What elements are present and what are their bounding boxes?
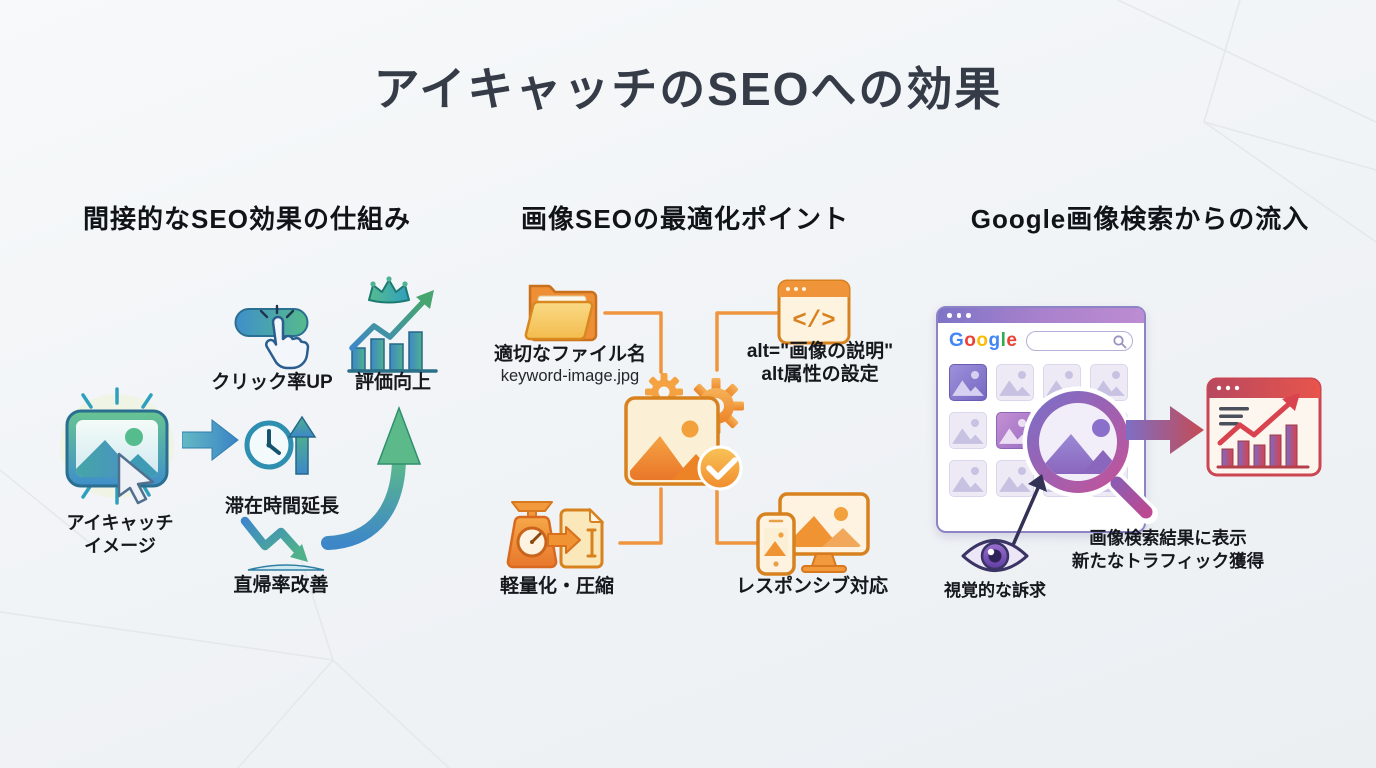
label-alt-attribute: alt属性の設定 [761, 364, 879, 385]
window-dot [956, 313, 961, 318]
window-title-bar [938, 308, 1144, 323]
google-letter: o [976, 330, 989, 351]
image-thumbnail [949, 412, 987, 449]
label-bounce-rate: 直帰率改善 [233, 575, 329, 596]
search-icon [1113, 334, 1127, 348]
label-proper-filename: 適切なファイル名 [493, 344, 647, 365]
label-ctr-up: クリック率UP [211, 372, 333, 393]
eyecatch-image-icon [58, 380, 176, 512]
arrow-traffic-icon [1126, 399, 1208, 461]
label-search-result: 画像検索結果に表示 新たなトラフィック獲得 [1072, 527, 1264, 573]
click-button-icon [234, 300, 316, 374]
growth-chart-crown-icon [346, 276, 442, 376]
label-alt-code: alt="画像の説明" [746, 341, 894, 362]
arrow-right-icon [182, 416, 240, 464]
dwell-time-clock-icon [243, 410, 317, 478]
label-eyecatch-line1: アイキャッチ [66, 513, 174, 533]
google-letter: G [949, 330, 965, 351]
label-visual-appeal: 視覚的な訴求 [944, 581, 1046, 600]
label-result-line2: 新たなトラフィック獲得 [1071, 550, 1265, 571]
image-thumbnail [996, 364, 1034, 401]
heading-image-seo-optimization: 画像SEOの最適化ポイント [521, 204, 849, 234]
responsive-devices-icon [756, 492, 872, 576]
image-thumbnail [996, 460, 1034, 497]
google-letter: g [988, 330, 1001, 351]
label-dwell-time: 滞在時間延長 [224, 496, 340, 517]
page-title: アイキャッチのSEOへの効果 [373, 63, 1003, 115]
heading-google-image-search: Google画像検索からの流入 [970, 204, 1310, 234]
image-thumbnail [1090, 364, 1128, 401]
traffic-chart-window-icon [1206, 377, 1322, 478]
label-filename-example: keyword-image.jpg [500, 367, 640, 385]
pointer-arrow [998, 468, 1056, 558]
heading-indirect-seo: 間接的なSEO効果の仕組み [83, 204, 411, 234]
window-dot [947, 313, 952, 318]
scale-compression-icon [504, 494, 618, 574]
google-logo: Google [949, 330, 1017, 352]
window-dot [966, 313, 971, 318]
label-result-line1: 画像検索結果に表示 [1089, 528, 1247, 548]
code-window-icon: </> [777, 279, 851, 345]
connector-lines [595, 300, 780, 560]
label-eyecatch-line2: イメージ [84, 536, 156, 557]
google-search-window: Google [936, 306, 1146, 533]
folder-icon [524, 276, 604, 348]
google-letter: o [964, 330, 977, 351]
google-letter: l [1000, 330, 1007, 351]
google-search-input [1026, 331, 1133, 351]
eye-icon [958, 533, 1032, 579]
curved-up-arrow [318, 398, 424, 550]
google-letter: e [1006, 330, 1018, 351]
label-evaluation-up: 評価向上 [354, 372, 432, 393]
code-glyph: </> [792, 308, 835, 335]
label-compression: 軽量化・圧縮 [499, 576, 615, 597]
bounce-rate-down-arrow-icon [240, 516, 332, 574]
label-responsive: レスポンシブ対応 [735, 576, 889, 597]
optimized-image-gears-icon [612, 372, 762, 498]
image-thumbnail [949, 364, 987, 401]
label-eyecatch: アイキャッチ イメージ [66, 512, 173, 559]
magnifier-icon [1014, 386, 1164, 526]
image-thumbnail [949, 460, 987, 497]
